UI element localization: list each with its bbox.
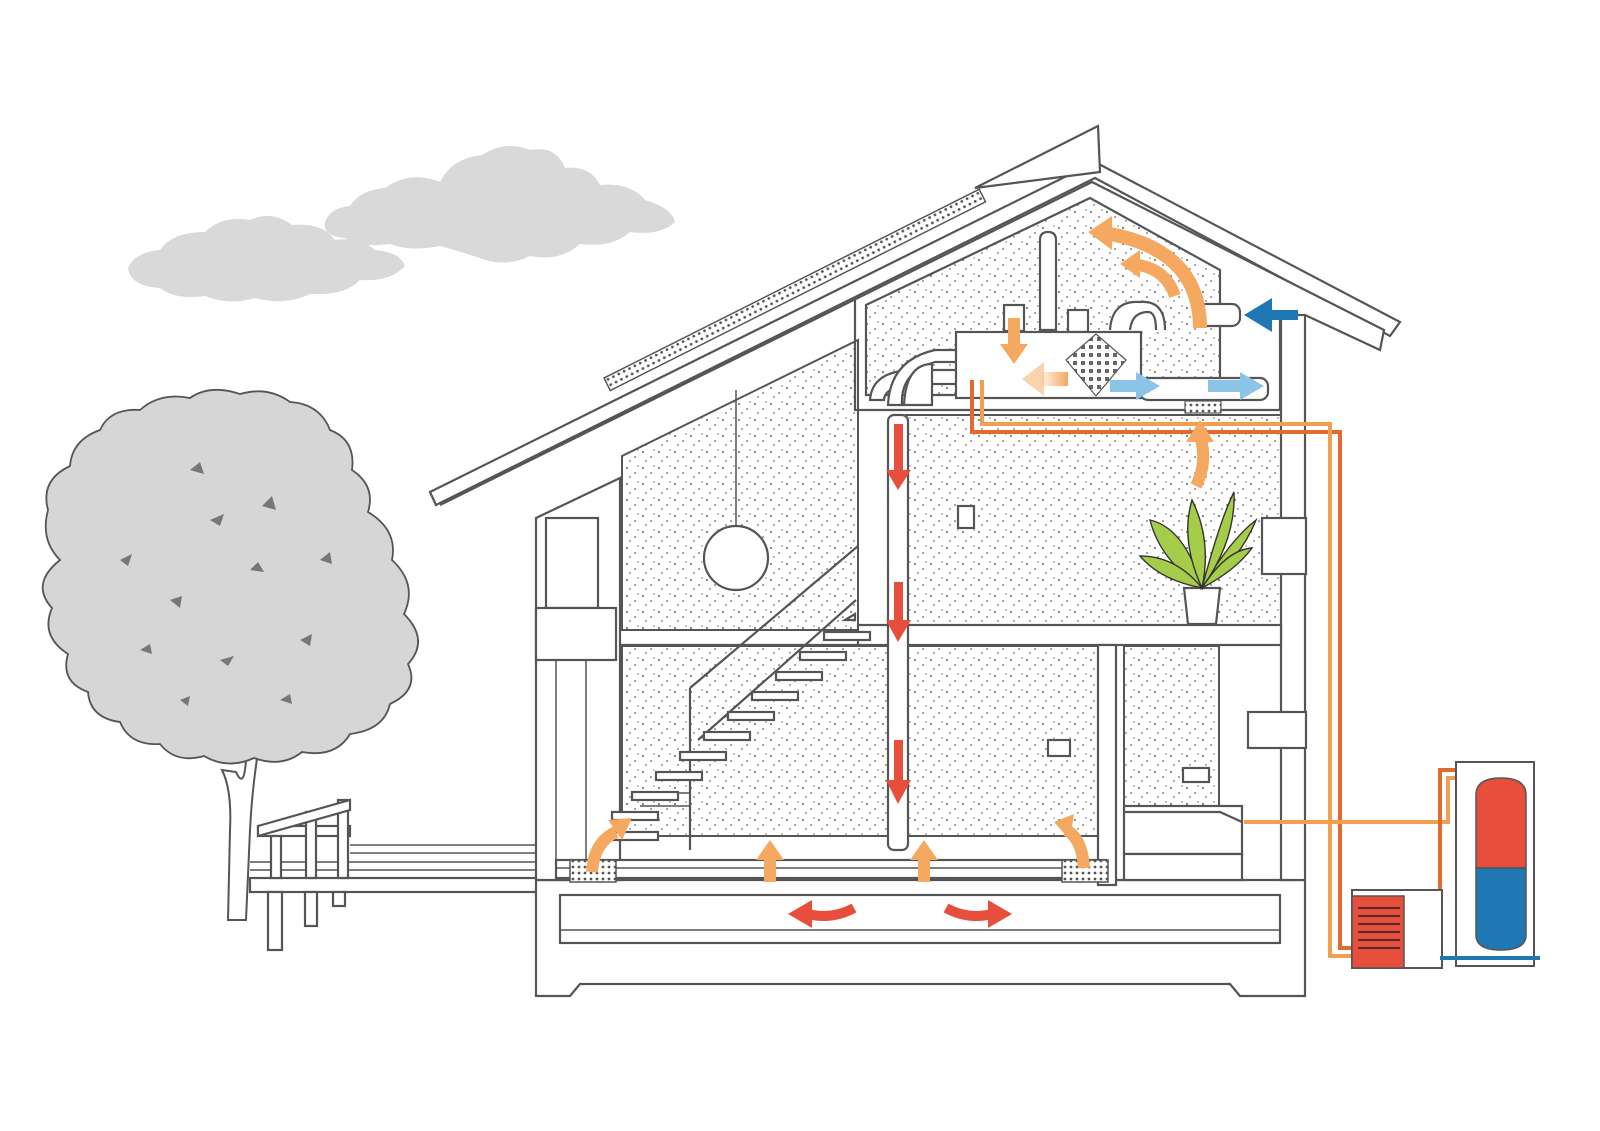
cloud-left xyxy=(128,216,405,302)
house-shell xyxy=(534,196,1308,998)
cloud-right xyxy=(324,146,675,263)
cloud-icon xyxy=(128,146,675,302)
deck-icon xyxy=(248,798,552,952)
ventilation-unit-icon xyxy=(868,230,1270,414)
tree-icon xyxy=(41,388,419,921)
heat-pump-unit-icon xyxy=(1351,889,1443,969)
tree-trunk xyxy=(220,749,260,921)
plant-icon xyxy=(1138,491,1258,626)
tree-leaf-texture xyxy=(120,462,332,706)
hot-water-tank-icon xyxy=(1440,761,1540,967)
heat-exchanger-icon xyxy=(1065,333,1127,397)
pendant-lamp-icon xyxy=(702,390,770,592)
tree-canopy xyxy=(41,388,419,765)
airflow-arrows xyxy=(586,216,1298,928)
solar-panel-icon xyxy=(602,188,987,392)
